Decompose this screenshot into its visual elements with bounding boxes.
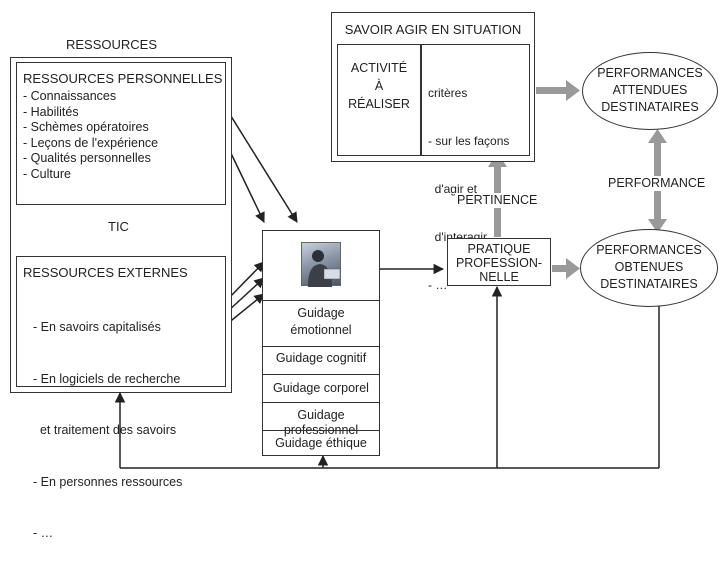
ellipse-line: DESTINATAIRES	[601, 100, 699, 114]
activite-line: À	[374, 79, 384, 93]
ellipse-line: ATTENDUES	[612, 83, 688, 97]
pratique-professionnelle-box: PRATIQUE PROFESSION- NELLE	[447, 238, 551, 286]
pratique-line: NELLE	[479, 270, 519, 284]
arrow-to-performances-obtenues	[552, 258, 580, 279]
guidage-corporel: Guidage corporel	[273, 381, 369, 395]
performance-label: PERFORMANCE	[606, 176, 708, 191]
activite-criteres-box: ACTIVITÉ À RÉALISER critères - sur les f…	[337, 44, 530, 292]
ressources-personnelles-list: - Connaissances - Habilités - Schèmes op…	[23, 89, 225, 182]
list-item: - En logiciels de recherche	[33, 371, 181, 386]
ressources-externes-box: RESSOURCES EXTERNES - En savoirs capital…	[16, 256, 226, 540]
list-item: - En personnes ressources	[33, 474, 183, 489]
ressources-section-title: RESSOURCES	[66, 37, 158, 52]
list-item: - Qualités personnelles	[23, 151, 151, 165]
person-at-desk-icon	[308, 250, 341, 287]
divider	[263, 402, 379, 404]
list-item: - En savoirs capitalisés	[33, 320, 161, 334]
divider	[263, 346, 379, 348]
professional-photo	[301, 242, 341, 287]
activite-line: ACTIVITÉ	[350, 61, 408, 75]
divider	[263, 374, 379, 376]
pratique-line: PROFESSION-	[455, 256, 543, 270]
ressources-personnelles-title: RESSOURCES PERSONNELLES	[23, 71, 223, 86]
activite-a-realiser: ACTIVITÉ À RÉALISER	[338, 59, 420, 113]
ellipse-line: OBTENUES	[614, 260, 684, 274]
performances-attendues-text: PERFORMANCES ATTENDUES DESTINATAIRES	[583, 65, 717, 116]
pertinence-label: PERTINENCE	[455, 193, 540, 208]
list-item: - Schèmes opératoires	[23, 120, 149, 134]
arrow-to-performances-attendues	[536, 80, 580, 101]
pratique-line: PRATIQUE	[467, 242, 531, 256]
guidage-emotionnel: Guidage émotionnel	[263, 305, 379, 339]
list-item: - Culture	[23, 166, 71, 181]
list-item: - …	[33, 526, 54, 540]
divider	[263, 300, 379, 302]
guidage-ethique: Guidage éthique	[275, 436, 367, 450]
guidage-line: émotionnel	[290, 323, 352, 337]
criteres-line: d'agir et	[428, 182, 477, 196]
guidage-column: Guidage émotionnel Guidage cognitif Guid…	[262, 230, 380, 456]
criteres-line: - sur les façons	[428, 134, 510, 148]
activite-line: RÉALISER	[348, 97, 410, 111]
divider	[420, 45, 422, 155]
ellipse-line: PERFORMANCES	[597, 66, 703, 80]
feedback-loop	[114, 285, 665, 469]
criteres-line: - …	[428, 278, 448, 292]
ressources-externes-list: - En savoirs capitalisés - En logiciels …	[23, 284, 225, 578]
list-item: et traitement des savoirs	[33, 423, 177, 437]
ellipse-line: DESTINATAIRES	[600, 277, 698, 291]
list-item: - Habilités	[23, 104, 79, 119]
list-item: - Connaissances	[23, 89, 117, 103]
savoir-agir-title: SAVOIR AGIR EN SITUATION	[344, 22, 522, 37]
ressources-externes-title: RESSOURCES EXTERNES	[23, 265, 188, 280]
performances-attendues-ellipse: PERFORMANCES ATTENDUES DESTINATAIRES	[582, 52, 718, 130]
tic-label: TIC	[108, 219, 129, 234]
guidage-cognitif: Guidage cognitif	[275, 351, 367, 365]
ellipse-line: PERFORMANCES	[596, 243, 702, 257]
performances-obtenues-ellipse: PERFORMANCES OBTENUES DESTINATAIRES	[580, 229, 718, 307]
criteres-line: critères	[428, 86, 468, 100]
ressources-personnelles-box: RESSOURCES PERSONNELLES - Connaissances …	[16, 62, 226, 205]
list-item: - Leçons de l'expérience	[23, 135, 159, 150]
guidage-professionnel: Guidage professionnel	[283, 408, 359, 437]
pratique-text: PRATIQUE PROFESSION- NELLE	[448, 242, 550, 284]
performances-obtenues-text: PERFORMANCES OBTENUES DESTINATAIRES	[581, 242, 717, 293]
divider	[263, 430, 379, 432]
guidage-line: Guidage	[297, 306, 345, 320]
